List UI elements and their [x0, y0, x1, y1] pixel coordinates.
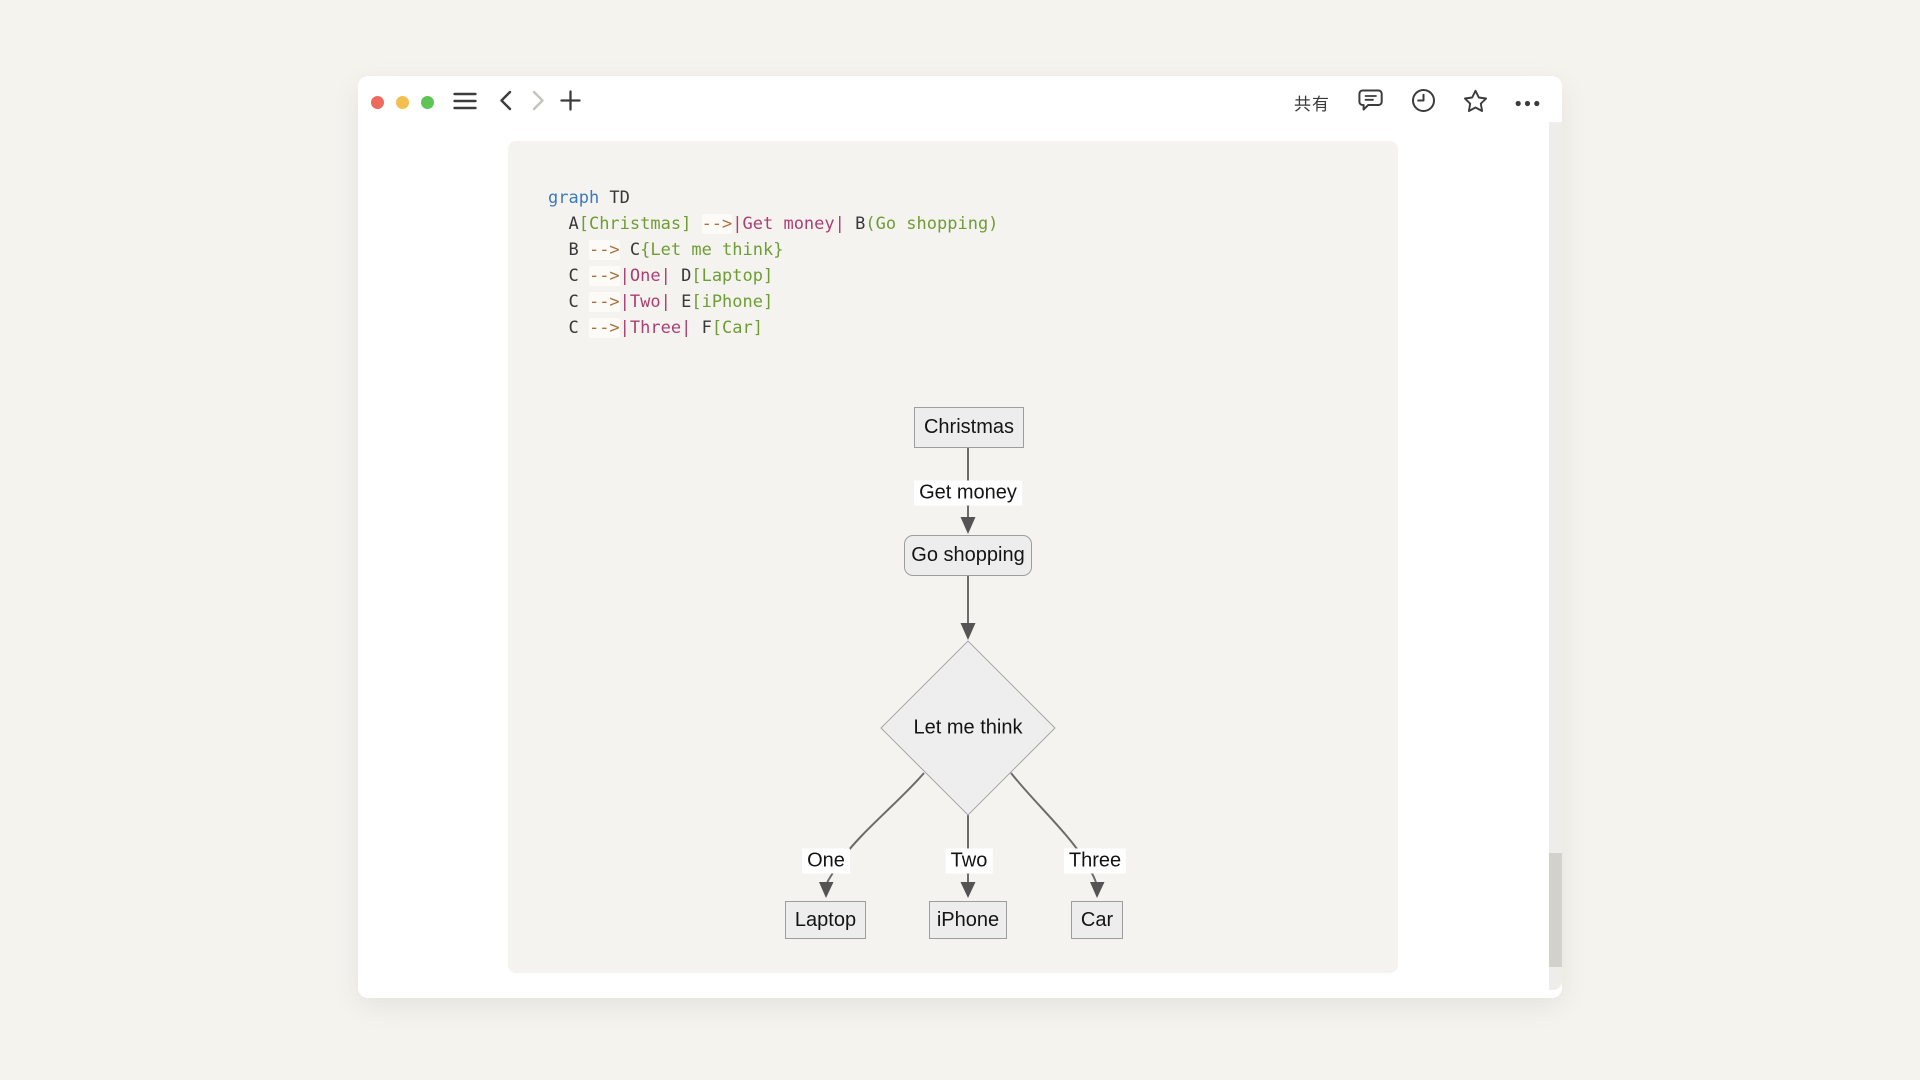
edge-label-one: One [802, 848, 850, 874]
forward-icon [532, 90, 545, 114]
toolbar: 共有 [358, 76, 1562, 128]
back-button[interactable] [499, 90, 512, 114]
history-icon [1411, 88, 1436, 116]
code-token-pipe: |Three| [619, 318, 692, 338]
code-token-plain: C [548, 292, 589, 312]
menu-icon [453, 92, 477, 113]
code-line[interactable]: C -->|One| D[Laptop] [548, 263, 998, 289]
flowchart-node-christmas: Christmas [914, 407, 1024, 448]
code-token-string: (Go shopping) [865, 214, 999, 234]
code-token-string: [Christmas] [578, 214, 692, 234]
node-label: Car [1080, 908, 1114, 931]
node-label: iPhone [936, 908, 1000, 931]
code-token-operator: --> [588, 240, 620, 260]
new-note-icon [560, 90, 581, 114]
code-token-keyword: graph [548, 188, 600, 208]
code-line[interactable]: C -->|Two| E[iPhone] [548, 289, 998, 315]
code-token-operator: --> [588, 318, 620, 338]
edge-label-get-money: Get money [914, 480, 1022, 506]
code-line[interactable]: B --> C{Let me think} [548, 237, 998, 263]
flowchart-node-go-shopping: Go shopping [904, 535, 1032, 576]
code-token-string: [iPhone] [691, 292, 774, 312]
forward-button[interactable] [532, 90, 545, 114]
code-token-string: [Car] [711, 318, 763, 338]
flowchart-node-car: Car [1071, 901, 1123, 939]
code-token-string: {Let me think} [640, 240, 784, 260]
code-token-plain: F [691, 318, 712, 338]
back-icon [499, 90, 512, 114]
code-token-plain: E [670, 292, 692, 312]
star-icon [1463, 89, 1488, 116]
sidebar-menu-button[interactable] [453, 92, 477, 113]
code-token-operator: --> [588, 266, 620, 286]
node-label: Go shopping [911, 544, 1025, 566]
code-token-plain: A [548, 214, 579, 234]
more-icon [1515, 95, 1540, 110]
code-token-plain: TD [599, 188, 630, 208]
scrollbar-thumb[interactable] [1549, 853, 1562, 967]
scrollbar-track[interactable] [1549, 122, 1562, 990]
minimize-window-button[interactable] [396, 95, 409, 109]
node-label-let-me-think: Let me think [913, 716, 1023, 739]
flowchart-node-iphone: iPhone [929, 901, 1007, 939]
new-note-button[interactable] [560, 90, 581, 114]
code-token-pipe: |Get money| [732, 214, 845, 234]
code-token-operator: --> [701, 214, 733, 234]
star-button[interactable] [1463, 89, 1488, 116]
edge-label-three: Three [1063, 848, 1127, 874]
comment-icon [1357, 88, 1384, 116]
close-window-button[interactable] [371, 95, 384, 109]
code-token-plain: C [548, 266, 589, 286]
code-token-plain: C [619, 240, 641, 260]
node-label: Christmas [923, 416, 1014, 438]
code-token-operator: --> [588, 292, 620, 312]
edge-label-two: Two [945, 848, 993, 874]
share-button-label: 共有 [1294, 94, 1330, 114]
traffic-lights [371, 95, 434, 109]
app-window: 共有 [358, 76, 1562, 998]
node-label: Laptop [794, 908, 857, 931]
share-button[interactable]: 共有 [1294, 90, 1330, 115]
code-line[interactable]: graph TD [548, 185, 998, 211]
code-token-plain: B [548, 240, 589, 260]
code-token-pipe: |One| [619, 266, 671, 286]
code-block[interactable]: graph TD A[Christmas] -->|Get money| B(G… [548, 185, 998, 341]
comment-button[interactable] [1357, 88, 1384, 116]
more-options-button[interactable] [1515, 95, 1540, 110]
code-line[interactable]: C -->|Three| F[Car] [548, 315, 998, 341]
history-button[interactable] [1411, 88, 1436, 116]
code-token-string: [Laptop] [691, 266, 774, 286]
code-line[interactable]: A[Christmas] -->|Get money| B(Go shoppin… [548, 211, 998, 237]
note-content-panel: graph TD A[Christmas] -->|Get money| B(G… [508, 141, 1398, 973]
code-token-plain: C [548, 318, 589, 338]
code-token-plain: B [844, 214, 866, 234]
zoom-window-button[interactable] [421, 95, 434, 109]
flowchart-node-laptop: Laptop [785, 901, 866, 939]
code-token-plain: D [670, 266, 692, 286]
code-token-pipe: |Two| [619, 292, 671, 312]
